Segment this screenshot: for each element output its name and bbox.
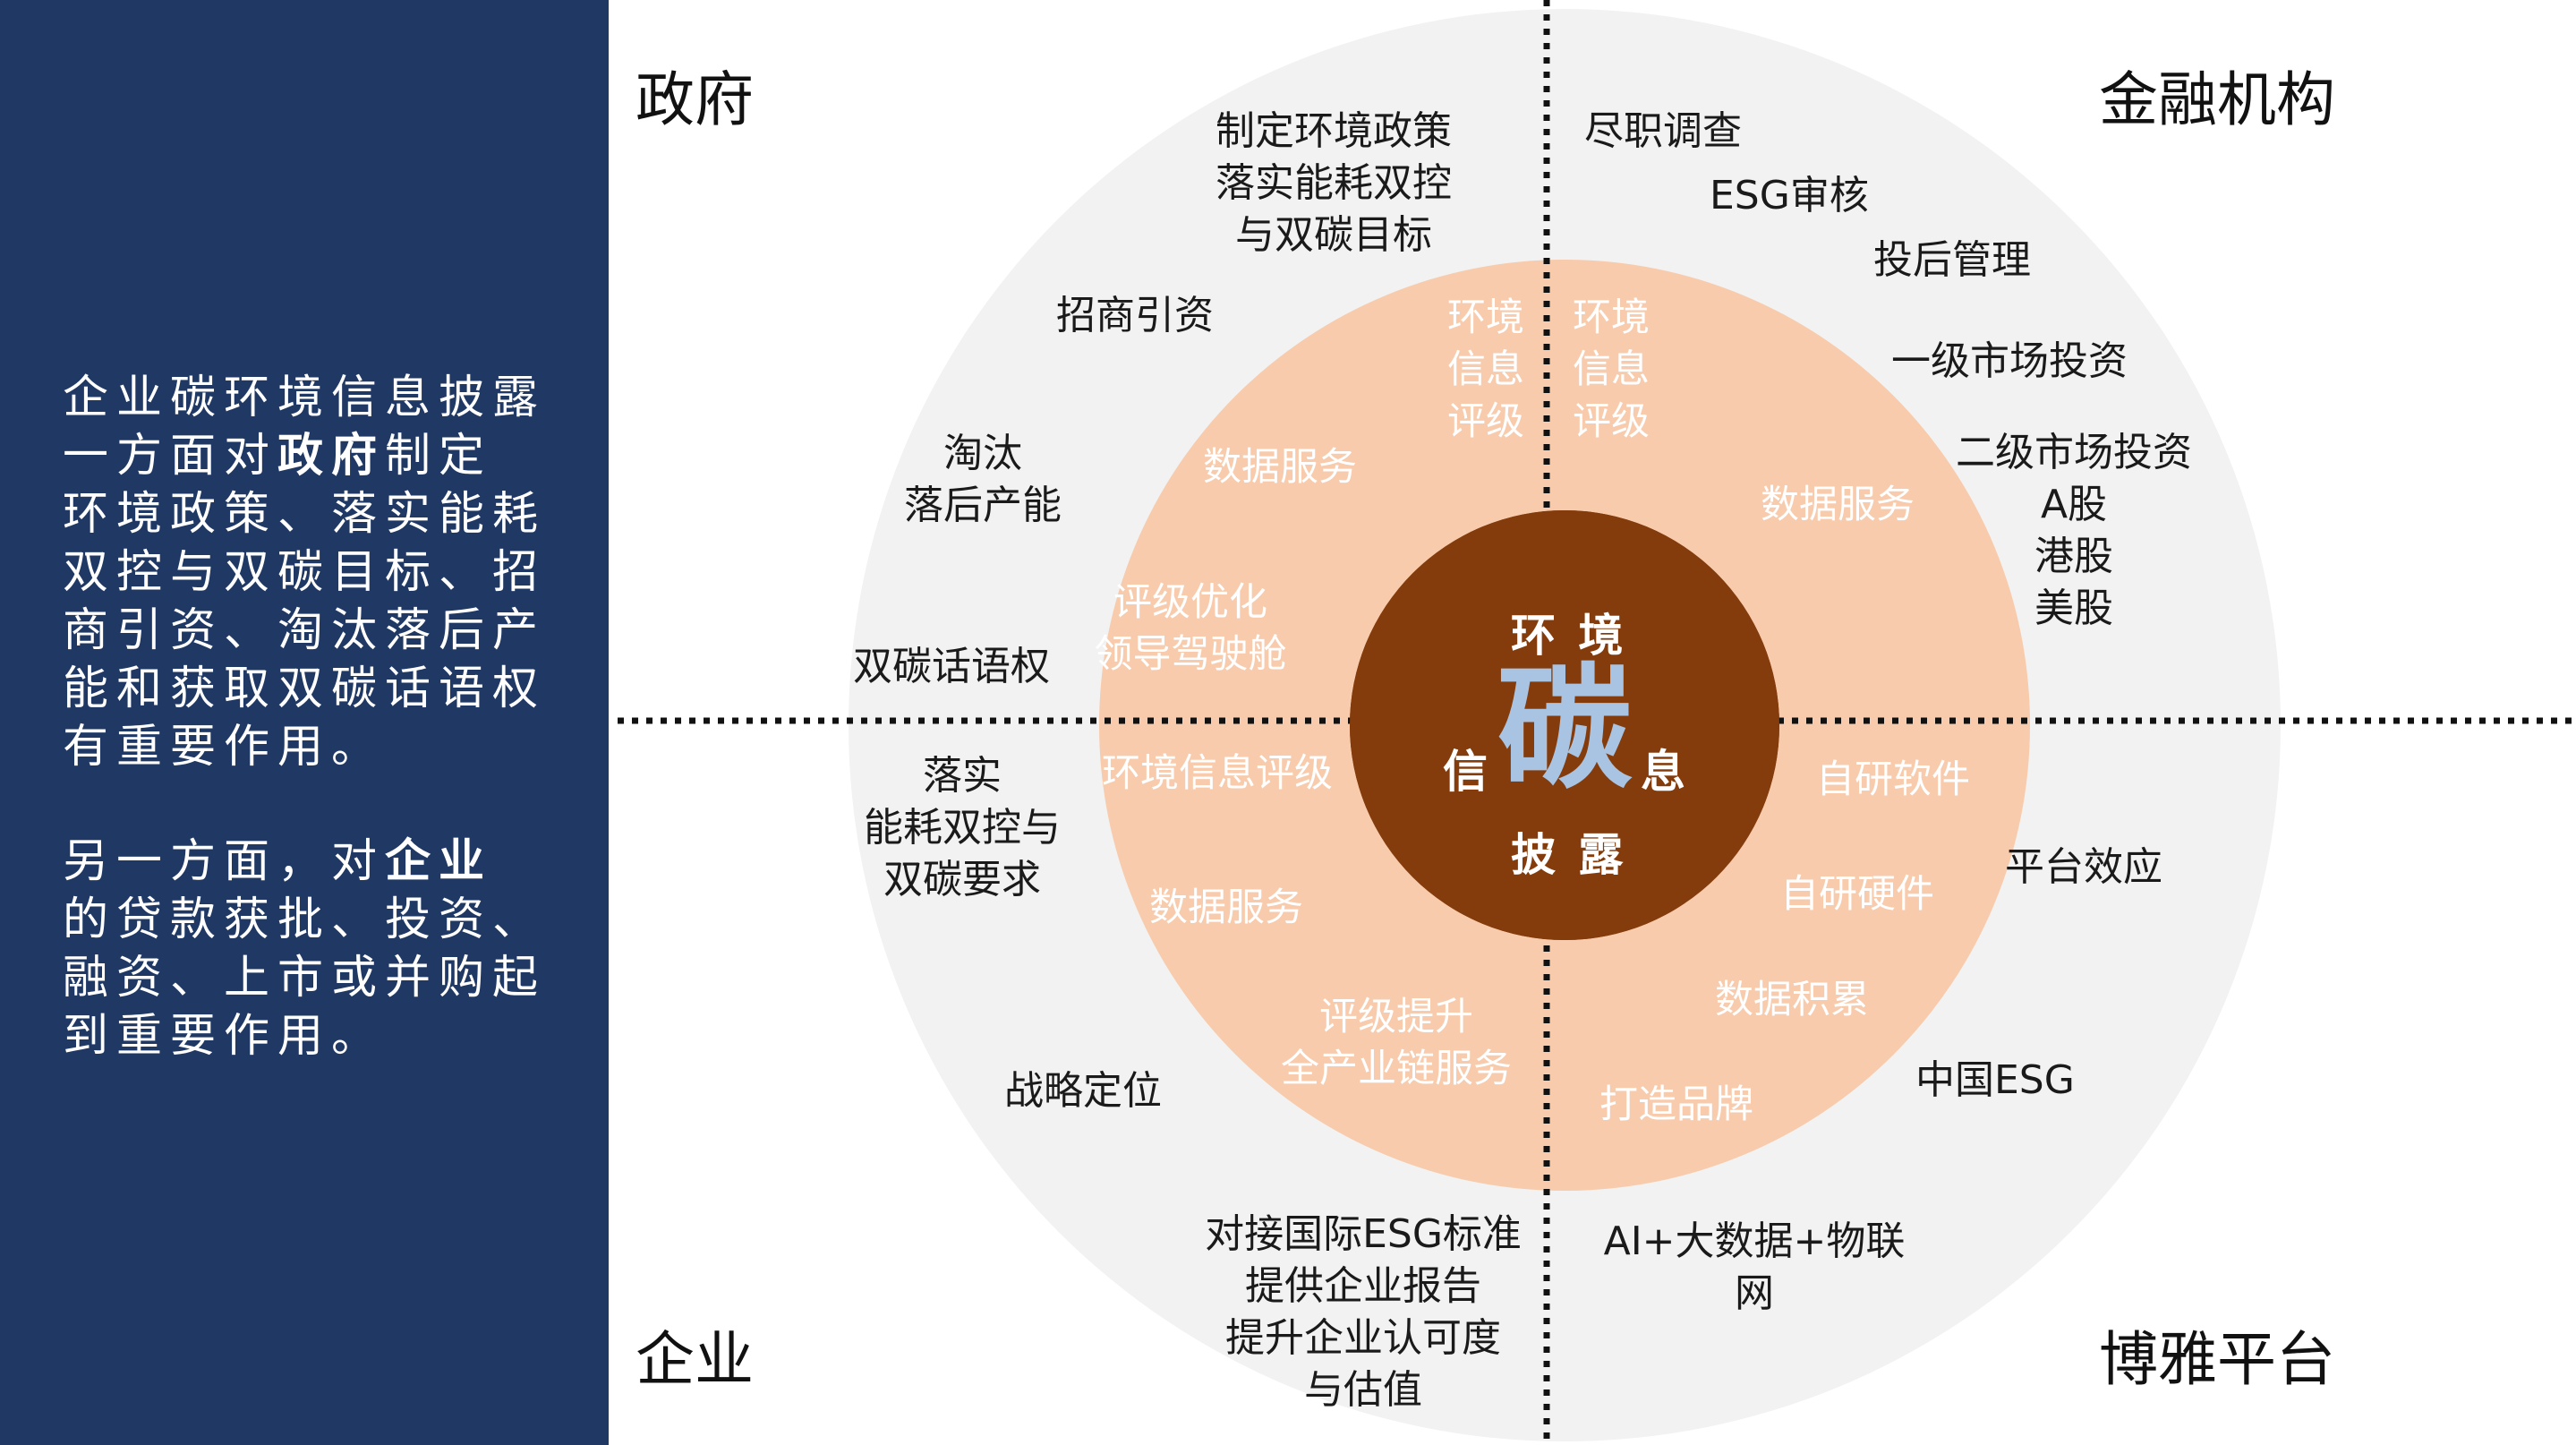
- sidebar-panel: 企业碳环境信息披露一方面对政府制定环境政策、落实能耗双控与双碳目标、招商引资、淘…: [0, 0, 609, 1445]
- inner-bl-chain-service: 评级提升 全产业链服务: [1281, 995, 1512, 1091]
- inner-bl-env-rating: 环境信息评级: [1102, 751, 1333, 796]
- outer-gov-carbon-voice: 双碳话语权: [853, 644, 1050, 689]
- inner-br-brand: 打造品牌: [1599, 1082, 1753, 1127]
- outer-fin-secondary-market: 二级市场投资 A股 港股 美股: [1956, 430, 2192, 631]
- inner-bl-data-service: 数据服务: [1149, 885, 1303, 930]
- core-label-left: 信: [1443, 746, 1488, 798]
- inner-tl-data-service: 数据服务: [1203, 445, 1357, 490]
- outer-fin-esg-audit: ESG审核: [1710, 173, 1869, 218]
- inner-tl-env-rating: 环境 信息 评级: [1447, 295, 1524, 444]
- core-circle-overlay: [1350, 510, 1779, 940]
- inner-br-hardware: 自研硬件: [1780, 872, 1934, 917]
- inner-tr-data-service: 数据服务: [1761, 483, 1915, 527]
- inner-tr-env-rating: 环境 信息 评级: [1573, 295, 1650, 444]
- outer-gov-policy: 制定环境政策 落实能耗双控 与双碳目标: [1215, 108, 1452, 258]
- outer-ent-implement: 落实 能耗双控与 双碳要求: [864, 753, 1061, 902]
- core-overlay: [1350, 510, 1779, 940]
- outer-gov-investment: 招商引资: [1056, 293, 1214, 338]
- sidebar-paragraph-government: 企业碳环境信息披露一方面对政府制定环境政策、落实能耗双控与双碳目标、招商引资、淘…: [63, 372, 547, 774]
- core-label-top: 环 境: [1511, 610, 1627, 662]
- inner-tl-cockpit: 评级优化 领导驾驶舱: [1094, 580, 1287, 677]
- corner-enterprise: 企业: [635, 1325, 754, 1394]
- core-label-right: 息: [1641, 746, 1685, 798]
- outer-gov-eliminate-capacity: 淘汰 落后产能: [904, 431, 1062, 528]
- outer-fin-primary-market: 一级市场投资: [1891, 338, 2128, 384]
- core-carbon-character: 碳: [1497, 652, 1633, 808]
- outer-plat-china-esg: 中国ESG: [1915, 1057, 2075, 1103]
- outer-plat-platform-effect: 平台效应: [2005, 844, 2162, 890]
- inner-br-software: 自研软件: [1816, 757, 1970, 802]
- sidebar-paragraph-enterprise: 另一方面，对企业的贷款获批、投资、融资、上市或并购起到重要作用。: [63, 835, 547, 1063]
- outer-fin-post-investment: 投后管理: [1873, 237, 2031, 283]
- diagram-canvas: 政府 金融机构 企业 博雅平台 环 境 碳 信 息 披 露 环境 信息 评级 数…: [609, 0, 2576, 1445]
- outer-plat-ai-bigdata-iot: AI+大数据+物联 网: [1603, 1218, 1906, 1316]
- corner-government: 政府: [635, 65, 754, 134]
- outer-ent-esg-standard: 对接国际ESG标准 提供企业报告 提升企业认可度 与估值: [1205, 1211, 1522, 1413]
- outer-fin-due-diligence: 尽职调查: [1584, 108, 1742, 154]
- core-label-bottom: 披 露: [1511, 829, 1627, 881]
- corner-boya-platform: 博雅平台: [2099, 1325, 2335, 1394]
- inner-br-data-accumulation: 数据积累: [1715, 978, 1869, 1022]
- corner-financial-institutions: 金融机构: [2099, 65, 2335, 134]
- outer-ent-strategy: 战略定位: [1004, 1068, 1162, 1114]
